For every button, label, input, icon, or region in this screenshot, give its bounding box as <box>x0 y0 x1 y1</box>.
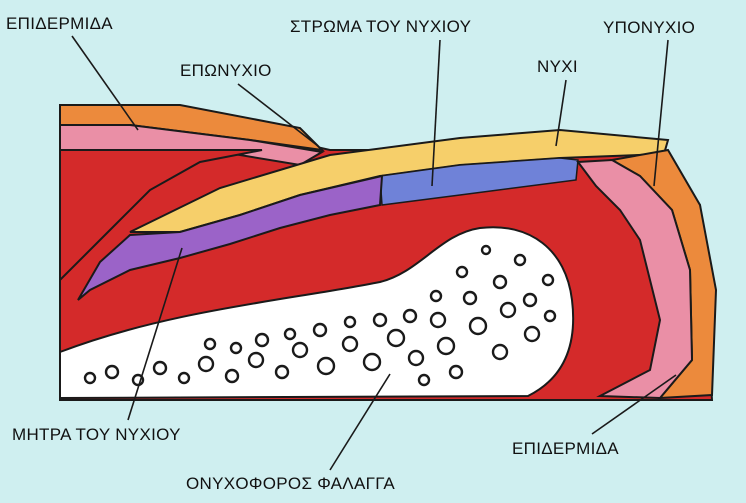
label-epidermis-top: ΕΠΙΔΕΡΜΙΔΑ <box>6 15 113 32</box>
label-epidermis-bottom: ΕΠΙΔΕΡΜΙΔΑ <box>512 440 619 457</box>
label-hyponychium: ΥΠΟΝΥΧΙΟ <box>603 19 695 36</box>
label-eponychium: ΕΠΩΝΥΧΙΟ <box>180 62 272 79</box>
label-nail-matrix: ΜΗΤΡΑ ΤΟΥ ΝΥΧΙΟΥ <box>12 426 181 443</box>
label-nail-bed: ΣΤΡΩΜΑ ΤΟΥ ΝΥΧΙΟΥ <box>290 18 471 35</box>
label-nail: ΝΥΧΙ <box>537 58 578 75</box>
label-phalanx: ΟΝΥΧΟΦΟΡΟΣ ΦΑΛΑΓΓΑ <box>186 475 395 492</box>
